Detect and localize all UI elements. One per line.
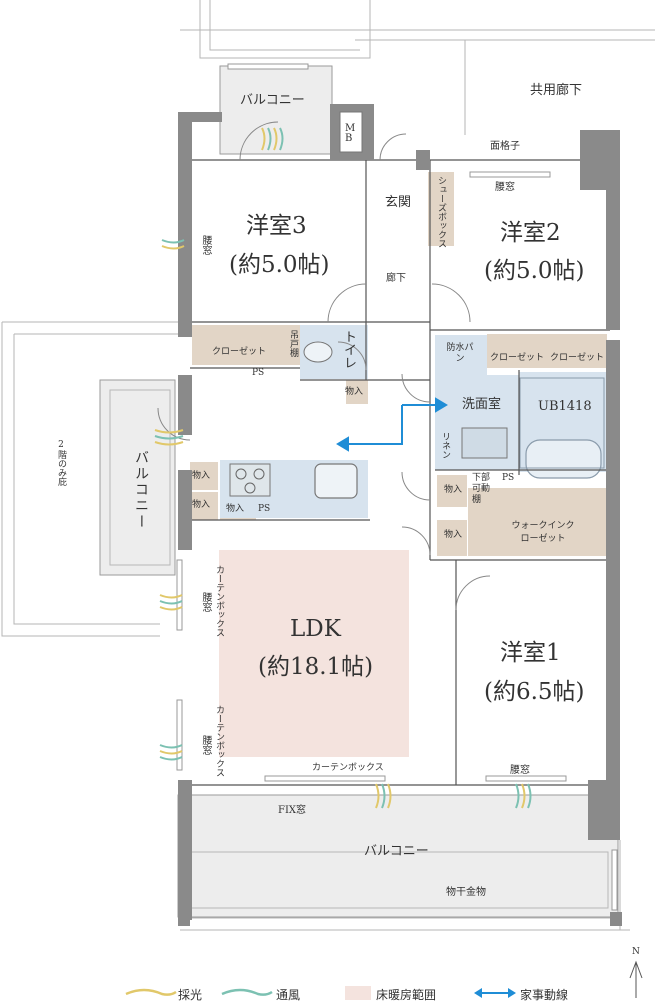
ub-label: UB1418 — [538, 399, 592, 414]
grille-label: 面格子 — [490, 141, 520, 152]
chore-route-arrow — [336, 397, 448, 452]
storage-k2-label: 物入 — [192, 500, 211, 510]
wic-label: ウォークインクローゼット — [511, 521, 575, 544]
storage-k1-label: 物入 — [192, 471, 211, 481]
legend-heating-label: 床暖房範囲 — [376, 988, 437, 1002]
room-western1-size: (約6.5帖) — [484, 679, 585, 705]
light-wind-swashes — [154, 127, 532, 809]
interior-walls — [190, 159, 610, 786]
washroom-label: 洗面室 — [462, 397, 502, 412]
ps2-label: PS — [258, 504, 271, 514]
fix-window-label: FIX窓 — [278, 805, 307, 816]
closet2b-label: クローゼット — [550, 353, 605, 363]
room-western3-size: (約5.0帖) — [229, 252, 330, 278]
shoe-box-label: シューズボックス — [436, 176, 446, 248]
ps3-label: PS — [502, 473, 515, 483]
waist-window-left-label: 腰窓 — [200, 235, 211, 255]
legend-wind-label: 通風 — [276, 988, 301, 1002]
room-ldk-name: LDK — [290, 616, 341, 642]
storage-w1-label: 物入 — [444, 485, 463, 495]
ps1-label: PS — [252, 368, 265, 378]
mb-label: M B — [345, 123, 356, 144]
closet3-label: クローゼット — [212, 347, 267, 357]
curtain-box-v2-label: カーテンボックス — [214, 705, 224, 777]
toilet-label: トイレ — [341, 330, 356, 369]
storage-k3-label: 物入 — [226, 504, 245, 514]
room-western1-name: 洋室1 — [500, 640, 561, 666]
hanging-shelf-label: 吊戸棚 — [288, 330, 298, 357]
bathtub — [525, 439, 602, 479]
room-western2-name: 洋室2 — [500, 220, 561, 246]
waist-window-bottom-label: 腰窓 — [510, 765, 530, 776]
storage-toilet-label: 物入 — [345, 387, 364, 397]
balcony-bottom-area — [177, 794, 619, 918]
drying-label: 物干金物 — [446, 887, 486, 898]
curtain-box-h-label: カーテンボックス — [312, 763, 384, 773]
hallway-label: 廊下 — [386, 273, 406, 284]
common-corridor-label: 共用廊下 — [530, 83, 583, 98]
linen-label: リネン — [440, 432, 450, 459]
balcony-left-inner — [109, 389, 171, 566]
eaves-outline — [1, 0, 655, 931]
floor-heating-area — [219, 550, 409, 757]
legend-route-label: 家事動線 — [520, 988, 569, 1002]
curtain-box-v1-label: カーテンボックス — [214, 565, 224, 637]
balcony-left-area — [99, 379, 176, 576]
kitchen-stove — [229, 463, 271, 497]
washbasin — [461, 427, 508, 459]
waist-window-ldk2-label: 腰窓 — [200, 735, 211, 755]
room-western3-name: 洋室3 — [246, 213, 307, 239]
legend-light-label: 採光 — [178, 988, 203, 1002]
room-western2-size: (約5.0帖) — [484, 258, 585, 284]
toilet-bowl — [303, 341, 333, 363]
waist-window-ldk1-label: 腰窓 — [200, 592, 211, 612]
balcony-left-label: バルコニー — [133, 450, 149, 530]
legend-graphics — [125, 960, 643, 1000]
door-swings — [157, 121, 491, 611]
kitchen-sink — [314, 463, 358, 499]
exterior-walls — [178, 104, 622, 926]
storage-w2-label: 物入 — [444, 530, 463, 540]
waterproof-pan-label: 防水パン — [446, 343, 474, 364]
closet2a-label: クローゼット — [490, 353, 545, 363]
waist-window-top-label: 腰窓 — [495, 182, 515, 193]
entrance-label: 玄関 — [385, 195, 412, 210]
north-label: N — [632, 947, 640, 957]
eaves-label: 2階のみ庇 — [56, 440, 66, 486]
room-ldk-size: (約18.1帖) — [258, 654, 374, 680]
balcony-bottom-label: バルコニー — [364, 844, 429, 859]
balcony-top-label: バルコニー — [240, 93, 305, 108]
lower-shelf-label: 下部可動棚 — [472, 473, 491, 505]
